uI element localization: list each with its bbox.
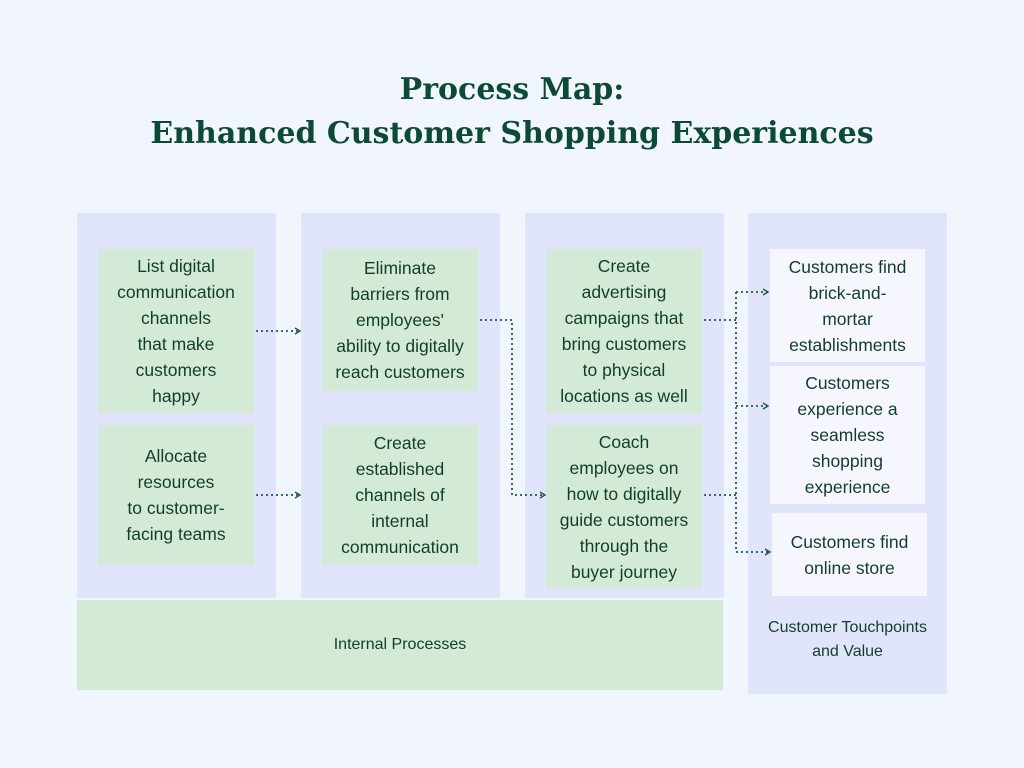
value-online-store: Customers find online store [772, 513, 927, 596]
value-seamless-experience: Customers experience a seamless shopping… [770, 366, 925, 504]
step-eliminate-barriers: Eliminate barriers from employees' abili… [322, 249, 478, 391]
title-line-2: Enhanced Customer Shopping Experiences [150, 116, 874, 151]
touchpoints-label: Customer Touchpoints and Value [768, 619, 927, 660]
title-line-1: Process Map: [399, 72, 625, 107]
diagram-title: Process Map: Enhanced Customer Shopping … [0, 68, 1024, 156]
step-advertising-campaigns: Create advertising campaigns that bring … [546, 249, 702, 413]
step-list-digital-channels: List digital communication channels that… [98, 249, 254, 413]
step-internal-communication: Create established channels of internal … [322, 425, 478, 565]
step-coach-employees: Coach employees on how to digitally guid… [546, 425, 702, 588]
step-allocate-resources: Allocate resources to customer- facing t… [98, 425, 254, 565]
value-brick-and-mortar: Customers find brick-and- mortar establi… [770, 249, 925, 362]
internal-processes-label: Internal Processes [333, 636, 467, 653]
internal-processes-band: Internal Processes [77, 600, 723, 690]
